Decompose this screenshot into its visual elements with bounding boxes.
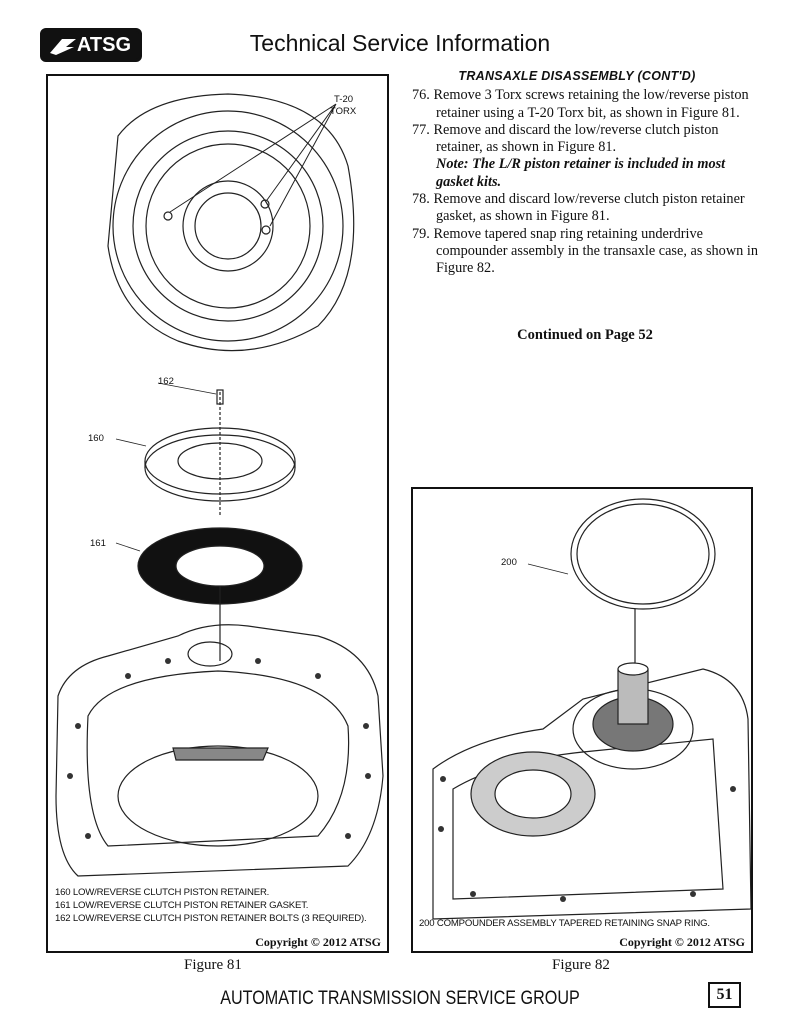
logo-text: ATSG	[76, 33, 131, 56]
page-number: 51	[708, 982, 741, 1008]
figure-81-legend: 160 LOW/REVERSE CLUTCH PISTON RETAINER. …	[55, 886, 367, 925]
footer-org: AUTOMATIC TRANSMISSION SERVICE GROUP	[220, 988, 580, 1009]
callout-160: 160	[88, 433, 104, 444]
callout-torx-2: TORX	[330, 106, 357, 117]
step-77-note: Note: The L/R piston retainer is include…	[436, 156, 726, 190]
figure-82-caption: Figure 82	[552, 957, 610, 973]
callout-162: 162	[158, 376, 174, 387]
legend-item: 162 LOW/REVERSE CLUTCH PISTON RETAINER B…	[55, 913, 367, 924]
callout-torx-1: T-20	[334, 94, 354, 105]
atsg-logo: ATSG	[40, 28, 142, 62]
figure-81-drawing	[55, 93, 384, 877]
figure-81-caption: Figure 81	[184, 957, 242, 973]
legend-item: 200 COMPOUNDER ASSEMBLY TAPERED RETAININ…	[419, 918, 710, 929]
callout-161: 161	[90, 538, 106, 549]
logo-emblem-icon	[50, 39, 76, 55]
instructions: TRANSAXLE DISASSEMBLY (CONT'D) 76. Remov…	[412, 68, 762, 278]
callout-200: 200	[501, 557, 517, 568]
legend-item: 161 LOW/REVERSE CLUTCH PISTON RETAINER G…	[55, 900, 309, 911]
figure-82: 200 200 COMPOUNDER ASSEMBLY TAPERED RETA…	[411, 487, 753, 953]
section-title: TRANSAXLE DISASSEMBLY (CONT'D)	[458, 69, 696, 83]
continued-note: Continued on Page 52	[517, 327, 653, 343]
legend-item: 160 LOW/REVERSE CLUTCH PISTON RETAINER.	[55, 887, 270, 898]
step-79: 79. Remove tapered snap ring retaining u…	[412, 225, 758, 277]
figure-82-legend: 200 COMPOUNDER ASSEMBLY TAPERED RETAININ…	[419, 917, 710, 930]
figure-81-copyright: Copyright © 2012 ATSG	[255, 935, 381, 949]
step-76: 76. Remove 3 Torx screws retaining the l…	[412, 87, 749, 121]
step-77: 77. Remove and discard the low/reverse c…	[412, 121, 719, 156]
figure-82-drawing	[432, 498, 751, 920]
step-78: 78. Remove and discard low/reverse clutc…	[412, 191, 745, 225]
figure-81: T-20 TORX 162 160 161 160 LOW/REVERSE CL…	[46, 74, 389, 953]
figure-82-copyright: Copyright © 2012 ATSG	[619, 935, 745, 949]
page-title: Technical Service Information	[249, 30, 551, 56]
